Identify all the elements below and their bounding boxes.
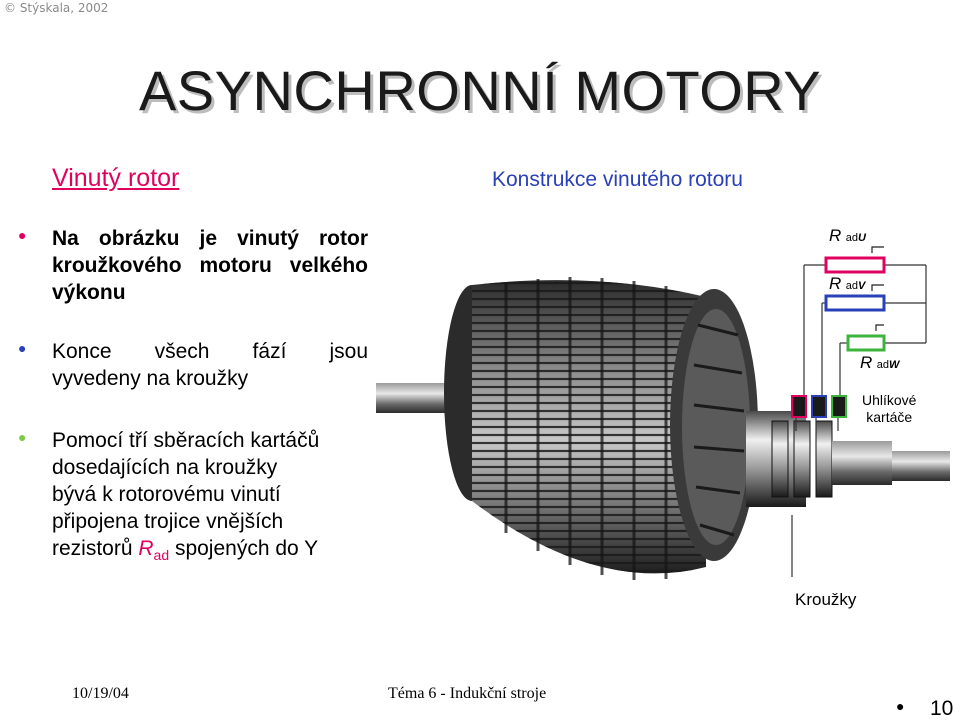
r-ad-subscript: ad <box>153 547 170 564</box>
label-radw: R adW <box>860 353 899 373</box>
bullet-dot-icon: ● <box>18 340 27 356</box>
bullet-dot-icon: ● <box>18 227 27 243</box>
bullet-2: Konce všech fází jsou vyvedeny na kroužk… <box>52 338 368 392</box>
footer-date: 10/19/04 <box>72 685 129 702</box>
slip-ring <box>815 420 833 498</box>
shaft-end <box>892 451 950 481</box>
brush-u <box>791 395 807 418</box>
slip-ring <box>793 420 811 498</box>
end-winding-spokes <box>693 323 745 537</box>
label-sub: ad <box>876 359 889 371</box>
resistor-v <box>824 294 886 312</box>
rotor-image <box>376 246 950 580</box>
bullet-2-line: Konce všech fází jsou <box>52 340 368 363</box>
label-phase: W <box>888 359 900 371</box>
bullet-3-line: dosedajících na kroužky <box>52 456 278 479</box>
bullet-3: Pomocí tří sběracích kartáčů dosedajícíc… <box>52 427 368 569</box>
label-brushes-line: Uhlíkové <box>862 392 917 408</box>
label-sub: ad <box>845 280 858 292</box>
bullet-2-line: vyvedeny na kroužky <box>52 367 249 390</box>
slide-title: ASYNCHRONNÍ MOTORY <box>138 59 822 122</box>
label-brushes: Uhlíkové kartáče <box>862 392 916 426</box>
wiring <box>791 264 927 577</box>
bullet-3-line: Pomocí tří sběracích kartáčů <box>52 429 320 452</box>
resistor-w <box>846 334 886 352</box>
line-suffix: spojených do Y <box>169 537 319 560</box>
label-rings: Kroužky <box>795 590 857 609</box>
bullet-1-line: výkonu <box>52 281 126 304</box>
label-brushes-line: kartáče <box>866 409 913 425</box>
figure-caption: Konstrukce vinutého rotoru <box>492 168 743 191</box>
label-sub: ad <box>845 232 858 244</box>
label-phase: U <box>857 232 866 244</box>
bullet-1: Na obrázku je vinutý rotor kroužkového m… <box>52 225 368 306</box>
page-number: 10 <box>930 697 954 720</box>
brush-v <box>811 395 827 418</box>
label-r: R <box>829 226 842 245</box>
resistor-sliders <box>871 246 884 331</box>
bullet-1-line: Na obrázku je vinutý rotor <box>52 227 368 250</box>
bullet-1-line: kroužkového motoru velkého <box>52 254 368 277</box>
slide-subtitle: Vinutý rotor <box>52 164 180 192</box>
label-radu: R adU <box>829 226 866 246</box>
footer-topic: Téma 6 - Indukční stroje <box>388 685 547 702</box>
brush-w <box>831 395 847 418</box>
label-r: R <box>829 274 842 293</box>
shaft-right <box>832 441 892 485</box>
copyright-text: © Stýskala, 2002 <box>4 1 109 15</box>
bullet-dot-icon: ● <box>18 429 27 445</box>
end-winding-face <box>682 309 750 545</box>
r-ad-symbol: R <box>138 537 154 560</box>
core-ducts <box>504 277 668 580</box>
label-radv: R adV <box>829 274 865 294</box>
bullet-3-line: rezistorů Rad spojených do Y <box>52 535 368 569</box>
label-phase: V <box>857 280 866 292</box>
slip-ring <box>771 420 789 498</box>
page-bullet-icon: ● <box>896 698 905 714</box>
bullet-3-line: připojena trojice vnějších <box>52 510 284 533</box>
bullet-3-line: bývá k rotorovému vinutí <box>52 483 281 506</box>
shaft-left <box>376 383 456 413</box>
line-prefix: rezistorů <box>52 537 139 560</box>
resistor-u <box>824 256 886 274</box>
rotor-slots <box>472 280 706 574</box>
label-r: R <box>860 353 873 372</box>
